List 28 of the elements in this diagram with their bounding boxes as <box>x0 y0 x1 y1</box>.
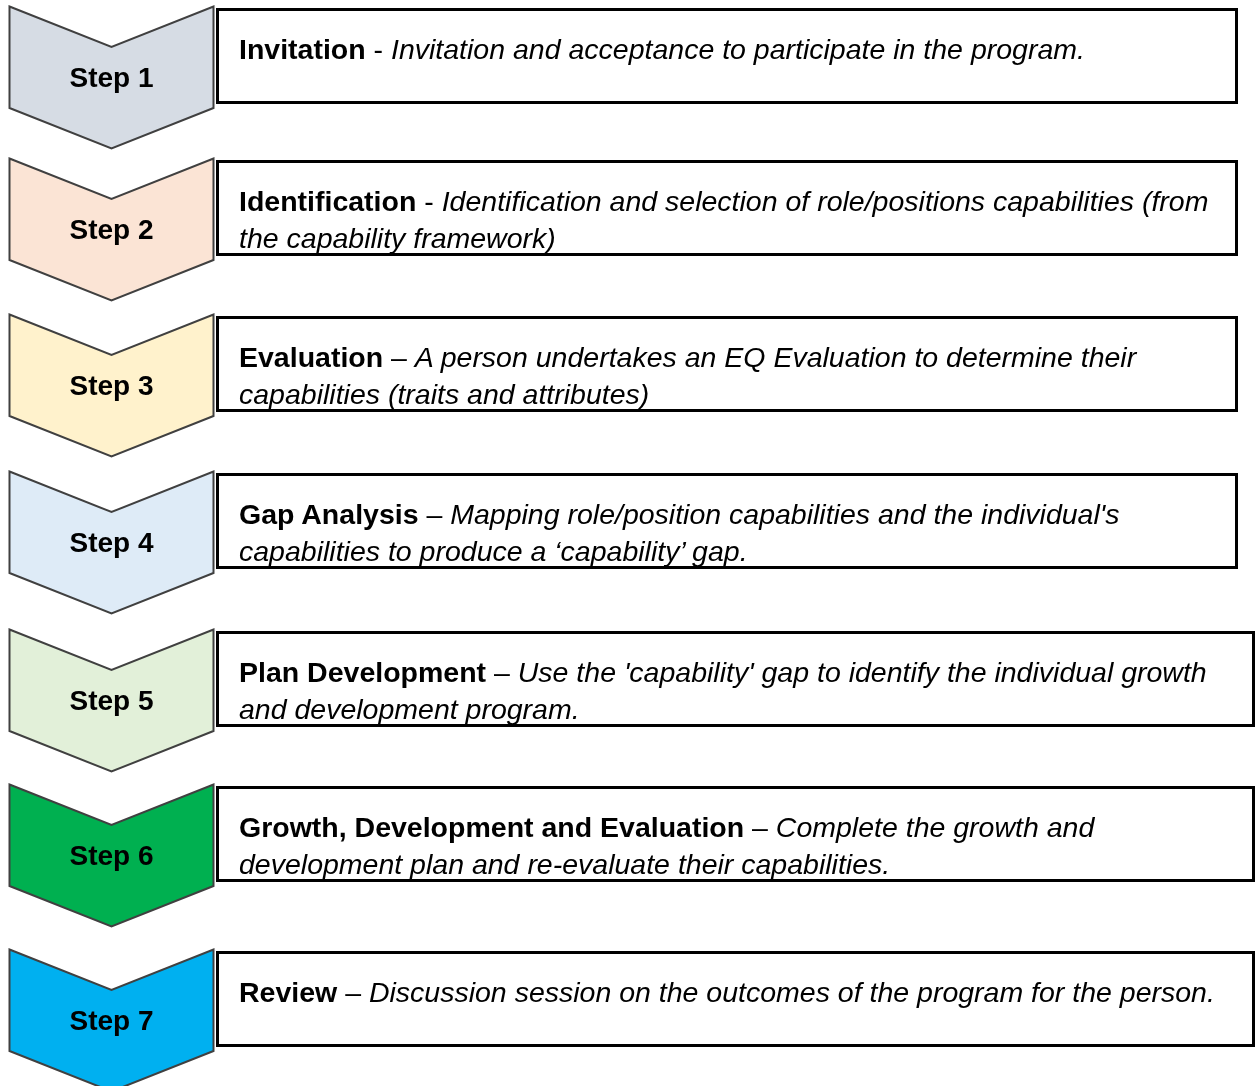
step-marker <box>8 628 215 773</box>
step-description: Growth, Development and Evaluation – Complete the growth and development plan and re-evaluate their capabilities. <box>239 810 1096 882</box>
step-marker <box>8 313 215 458</box>
step-label: Step 4 <box>68 526 155 560</box>
step-label: Step 3 <box>68 369 155 403</box>
step-description: Gap Analysis – Mapping role/position capabilities and the individual's capabilities to produce a ‘capability’ gap. <box>239 497 1121 569</box>
step-description-box <box>216 951 1255 1047</box>
step-marker <box>8 157 215 302</box>
step-label: Step 2 <box>68 213 155 247</box>
step-marker <box>8 470 215 615</box>
step-marker <box>8 948 215 1086</box>
step-label: Step 1 <box>68 61 155 95</box>
step-description-box <box>216 8 1238 104</box>
step-description: Plan Development – Use the 'capability' gap to identify the individual growth and development program. <box>239 655 1208 727</box>
step-label: Step 5 <box>68 684 155 718</box>
step-description: Invitation - Invitation and acceptance to participate in the program. <box>239 32 1086 67</box>
step-marker <box>8 5 215 150</box>
step-label: Step 6 <box>68 839 155 873</box>
step-description: Identification - Identification and selection of role/positions capabilities (from the capability framework) <box>239 184 1210 256</box>
step-marker <box>8 783 215 928</box>
step-description: Evaluation – A person undertakes an EQ Evaluation to determine their capabilities (traits and attributes) <box>239 340 1138 412</box>
step-label: Step 7 <box>68 1004 155 1038</box>
step-description-box <box>216 473 1238 569</box>
step-description-box <box>216 316 1238 412</box>
step-description-box <box>216 160 1238 256</box>
step-description: Review – Discussion session on the outcomes of the program for the person. <box>239 975 1216 1010</box>
step-description-box <box>216 786 1255 882</box>
step-description-box <box>216 631 1255 727</box>
